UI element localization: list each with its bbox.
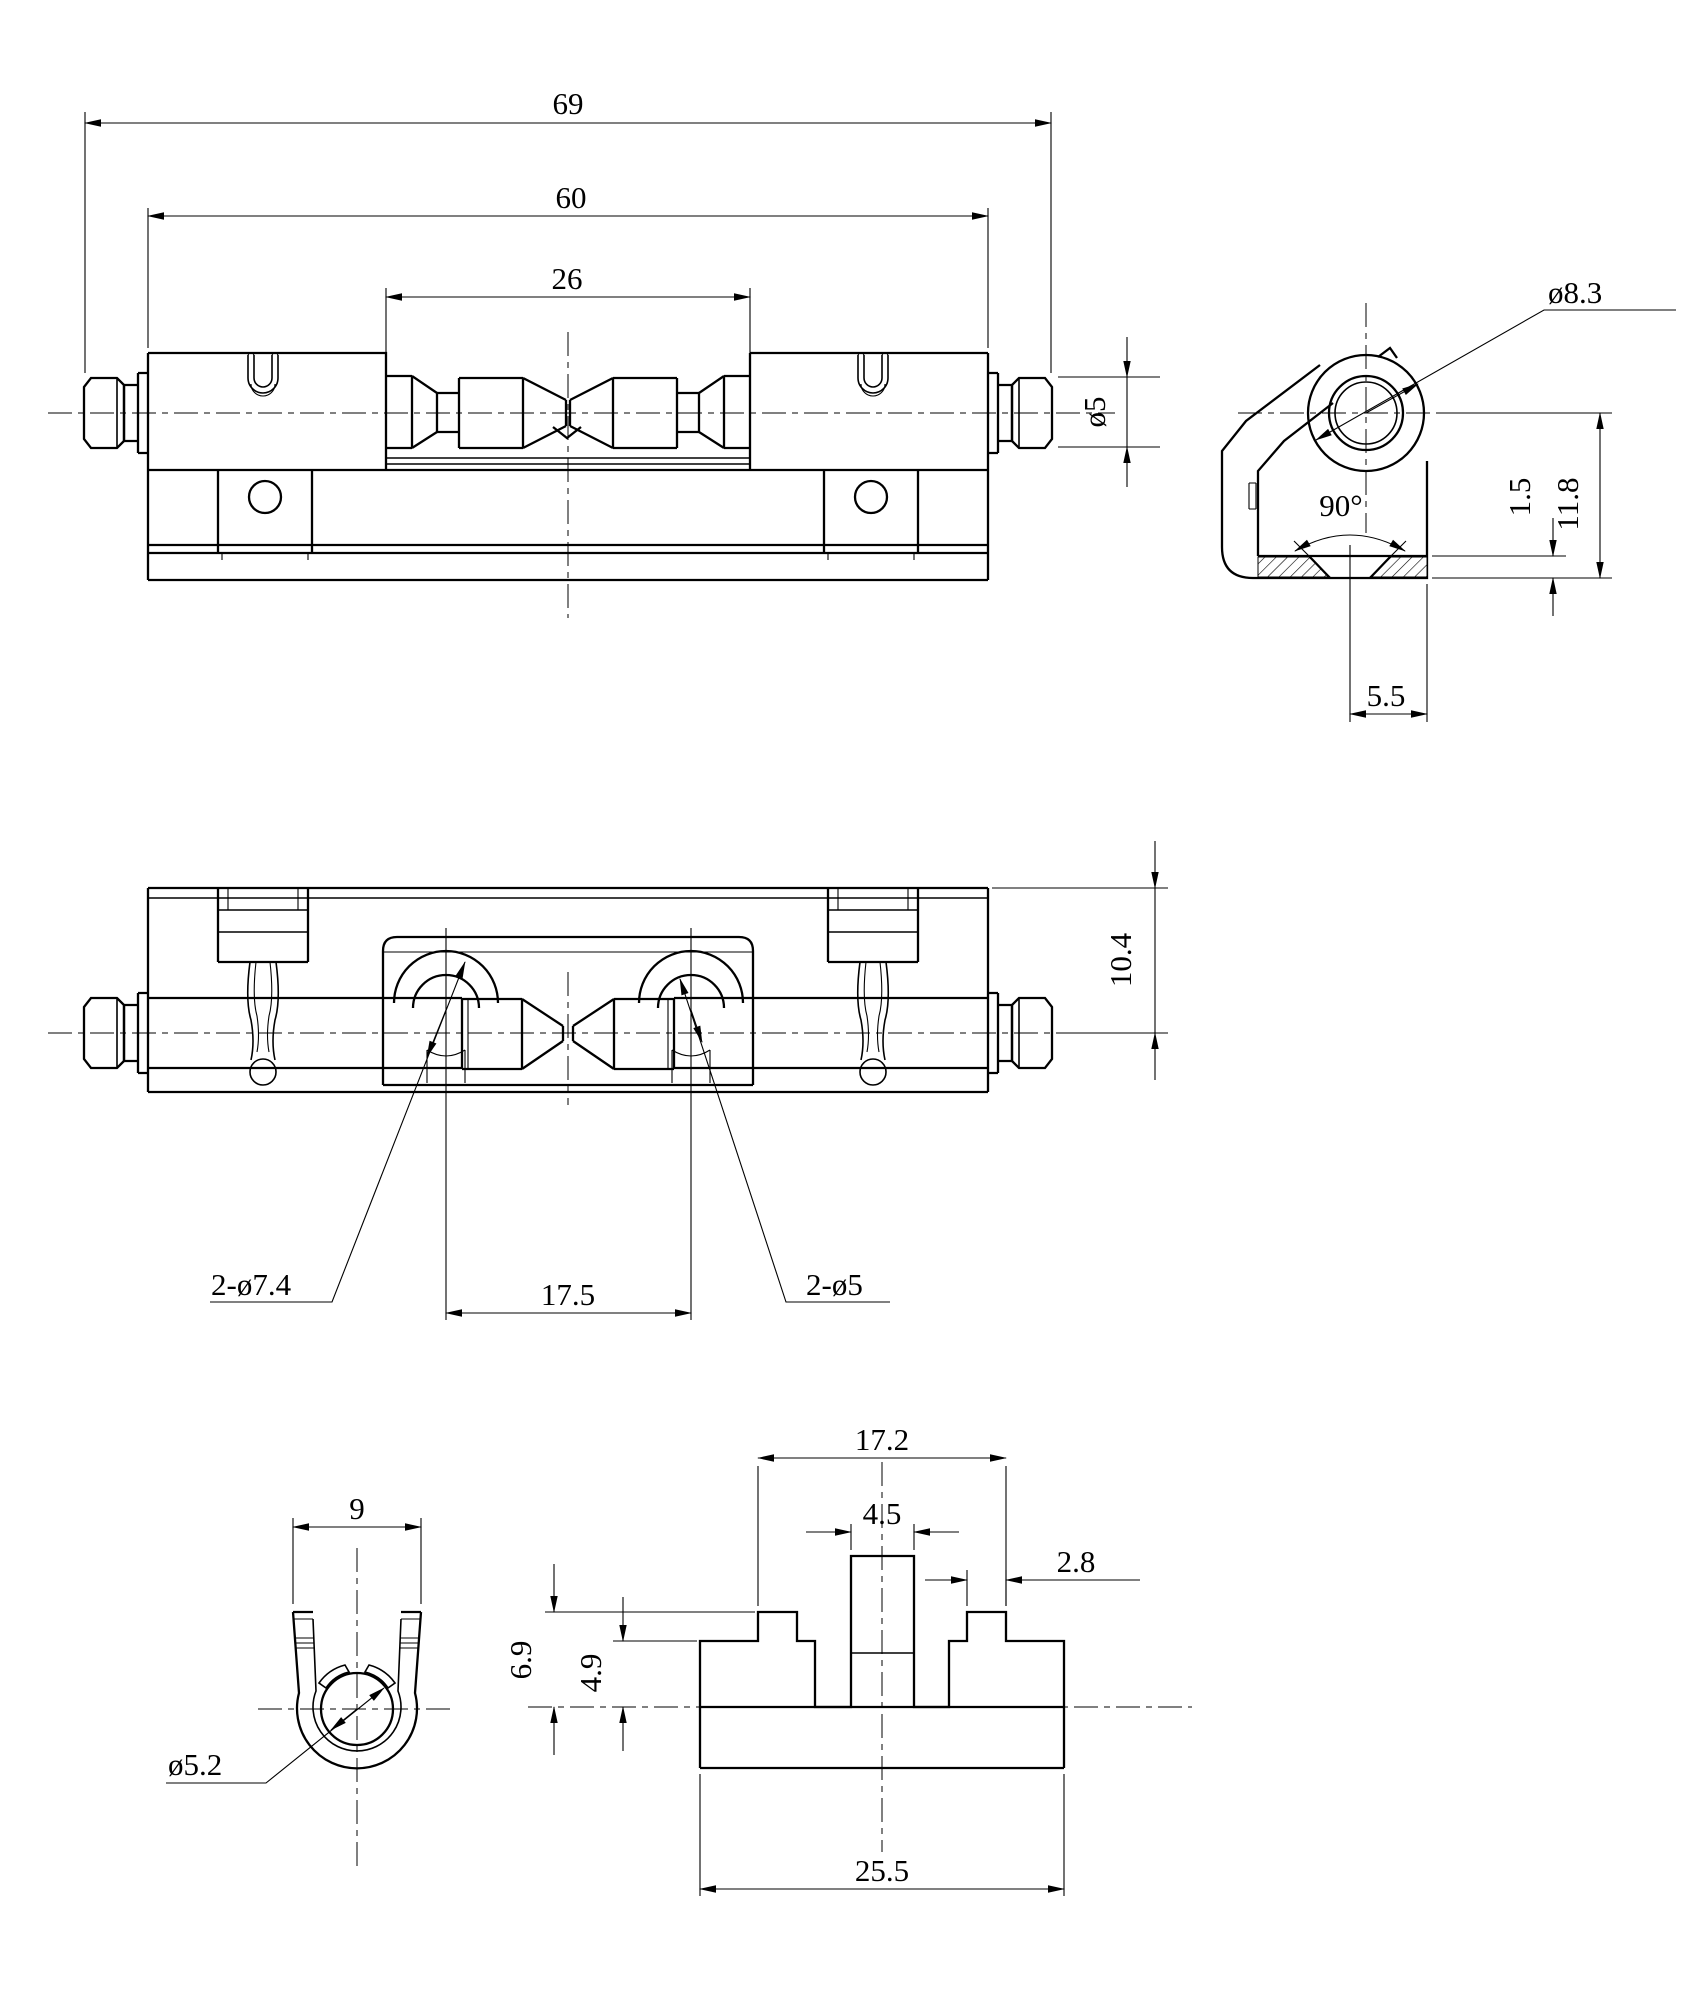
rail-view: 17.2 4.5 2.8 6.9 4.9 — [503, 1422, 1192, 1896]
base-plate-lines — [148, 543, 988, 582]
dim-holes-text: 2-ø5 — [806, 1267, 863, 1302]
dim-center-offset-text: 10.4 — [1103, 932, 1138, 987]
dim-clip-width: 9 — [292, 1491, 422, 1604]
base-tabs — [216, 470, 920, 553]
dim-center-height-text: 11.8 — [1550, 477, 1585, 530]
side-inner-wall — [1256, 402, 1427, 558]
dim-shoulder-height: 4.9 — [573, 1597, 697, 1751]
rail-base-slab — [698, 1705, 1066, 1770]
left-bearing-block — [146, 351, 388, 580]
dim-overall-length: 69 — [84, 86, 1052, 373]
dim-hole-spacing: 17.5 — [445, 1277, 692, 1317]
dim-tab-span-text: 17.2 — [855, 1422, 909, 1457]
boss-circle — [1306, 353, 1426, 473]
clip-inner-profile — [312, 1618, 402, 1752]
dim-countersink-offset-text: 5.5 — [1367, 678, 1406, 713]
dim-clip-bore-text: ø5.2 — [168, 1747, 222, 1782]
rail-edge-lines — [386, 457, 750, 465]
side-notch — [1248, 482, 1257, 510]
bottom-body-outline — [146, 886, 990, 1094]
clip-view: 9 ø5.2 — [166, 1491, 456, 1872]
dim-center-offset: 10.4 — [992, 841, 1168, 1080]
dim-roller-span-text: 26 — [552, 261, 583, 296]
dim-hole-spacing-text: 17.5 — [541, 1277, 595, 1312]
dim-tab-height: 6.9 — [503, 1564, 755, 1755]
clip-finger-right — [363, 1664, 397, 1690]
clip-bore-circle — [319, 1671, 395, 1747]
clip-outer-profile — [291, 1611, 423, 1770]
countersink-slopes — [1308, 555, 1392, 579]
dim-base-width-text: 25.5 — [855, 1853, 909, 1888]
boss-nub — [1377, 346, 1398, 359]
clip-finger-left — [317, 1664, 351, 1690]
dim-pin-diameter: ø5 — [1058, 337, 1160, 487]
dim-pin-diameter-text: ø5 — [1077, 397, 1112, 428]
side-outline — [1220, 364, 1429, 580]
dim-tab-width-text: 2.8 — [1057, 1544, 1096, 1579]
side-view: 90° ø8.3 1.5 11.8 5.5 — [1220, 275, 1676, 722]
dim-holes: 2-ø5 — [679, 978, 890, 1303]
hatch-right — [1368, 556, 1428, 578]
dim-countersink-offset: 5.5 — [1349, 545, 1428, 722]
base-hole-left — [247, 479, 283, 515]
clip-serrations — [295, 1637, 419, 1649]
dim-tab-height-text: 6.9 — [503, 1641, 538, 1680]
dim-tab-width: 2.8 — [925, 1544, 1140, 1606]
pin-bore-outer — [1327, 374, 1405, 452]
dim-plate-thickness-text: 1.5 — [1502, 478, 1537, 517]
dim-body-length: 60 — [147, 180, 989, 348]
dim-counterbores-text: 2-ø7.4 — [211, 1267, 292, 1302]
dim-post-width-text: 4.5 — [863, 1496, 902, 1531]
dim-countersink-angle: 90° — [1294, 488, 1406, 552]
dim-roller-span: 26 — [385, 261, 751, 370]
base-hole-right — [853, 479, 889, 515]
dim-shoulder-height-text: 4.9 — [573, 1654, 608, 1693]
hole-centerlines — [445, 928, 692, 1320]
dim-post-width: 4.5 — [806, 1496, 959, 1550]
dim-boss-diameter: ø8.3 — [1315, 275, 1676, 441]
dim-countersink-angle-text: 90° — [1319, 488, 1362, 523]
pin-bore-inner — [1334, 381, 1398, 445]
groove-notch — [552, 426, 582, 440]
tab-feet — [221, 553, 915, 560]
dim-boss-diameter-text: ø8.3 — [1548, 275, 1602, 310]
saddle-outline — [381, 935, 755, 1087]
dim-base-width: 25.5 — [699, 1774, 1065, 1896]
right-bearing-block — [748, 351, 990, 580]
dim-plate-thickness: 1.5 — [1432, 478, 1566, 616]
dim-counterbores: 2-ø7.4 — [210, 961, 466, 1303]
bottom-view: 10.4 2-ø7.4 17.5 2-ø5 — [48, 841, 1168, 1320]
dim-center-height: 11.8 — [1432, 412, 1612, 579]
dim-clip-bore: ø5.2 — [166, 1687, 385, 1784]
bottom-shaft — [148, 996, 988, 1070]
rail-profile — [698, 1554, 1066, 1709]
dim-overall-length-text: 69 — [553, 86, 584, 121]
dim-clip-width-text: 9 — [349, 1491, 365, 1526]
dim-body-length-text: 60 — [556, 180, 587, 215]
front-view: 69 60 26 — [48, 86, 1160, 618]
